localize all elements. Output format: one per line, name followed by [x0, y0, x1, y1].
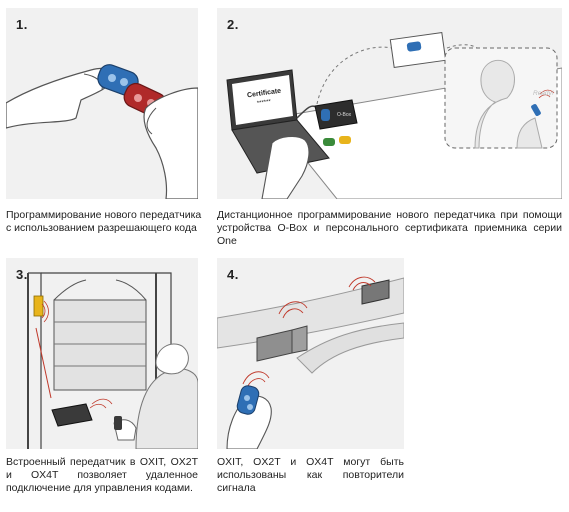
obox-programming-illustration — [226, 31, 562, 199]
caption-text: Программирование нового передатчика с ис… — [6, 209, 202, 234]
sliding-gate-near — [256, 325, 308, 362]
illustration-panel-2: Certificate ****** O-Box Ready! 2. — [217, 8, 562, 199]
garage-door-illustration — [27, 272, 198, 449]
panel-3-caption: Встроенный передатчик в OXIT, OX2T и OX4… — [6, 456, 198, 495]
garage-door — [53, 279, 147, 391]
step-number: 1. — [16, 17, 28, 32]
step-number: 3. — [16, 267, 28, 282]
obox-device-icon — [51, 403, 93, 427]
phone-icon — [114, 416, 122, 430]
ready-label: Ready! — [533, 90, 554, 97]
hands-remotes-illustration — [6, 64, 198, 199]
illustration-panel-4: 4. — [217, 258, 404, 449]
illustration-panel-1: 1. — [6, 8, 198, 199]
caption-text: OXIT, OX2T и OX4T могут быть использован… — [217, 456, 404, 494]
caption-text: Дистанционное программирование нового пе… — [217, 209, 562, 247]
green-remote-icon — [323, 138, 335, 146]
panel-2-caption: Дистанционное программирование нового пе… — [217, 209, 562, 248]
blue-remote-icon — [236, 385, 260, 415]
obox-device-icon — [314, 99, 358, 130]
receiver-unit-icon — [33, 295, 49, 323]
sliding-gate-far — [361, 279, 390, 305]
step-number: 2. — [227, 17, 239, 32]
illustration-panel-3: 3. — [6, 258, 198, 449]
obox-label: O-Box — [337, 112, 352, 118]
step-number: 4. — [227, 267, 239, 282]
repeater-gates-illustration — [217, 276, 404, 449]
yellow-remote-icon — [339, 136, 351, 144]
panel-1-caption: Программирование нового передатчика с ис… — [6, 209, 206, 235]
certificate-card-icon — [389, 31, 447, 69]
caption-text: Встроенный передатчик в OXIT, OX2T и OX4… — [6, 456, 198, 494]
panel-4-caption: OXIT, OX2T и OX4T могут быть использован… — [217, 456, 404, 495]
phone-remote-icon — [531, 104, 541, 116]
